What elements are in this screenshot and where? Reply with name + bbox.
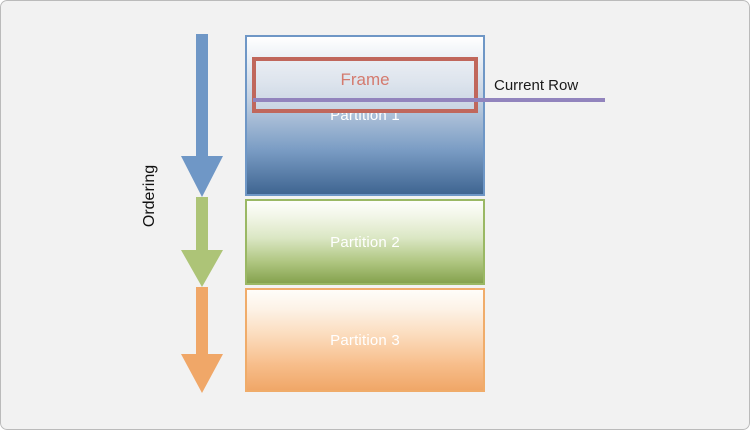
partition-3-box: Partition 3 bbox=[245, 288, 485, 392]
partition-3-label: Partition 3 bbox=[330, 331, 400, 349]
current-row-label: Current Row bbox=[494, 77, 579, 94]
ordering-label: Ordering bbox=[141, 164, 158, 228]
frame-box: Frame bbox=[252, 57, 478, 113]
frame-label: Frame bbox=[340, 70, 390, 89]
ordering-arrow-green-icon bbox=[181, 197, 223, 287]
partition-2-label: Partition 2 bbox=[330, 233, 400, 251]
current-row-line bbox=[253, 98, 605, 102]
ordering-arrow-blue-icon bbox=[181, 34, 223, 197]
ordering-arrow-orange-icon bbox=[181, 287, 223, 393]
partition-2-box: Partition 2 bbox=[245, 199, 485, 285]
